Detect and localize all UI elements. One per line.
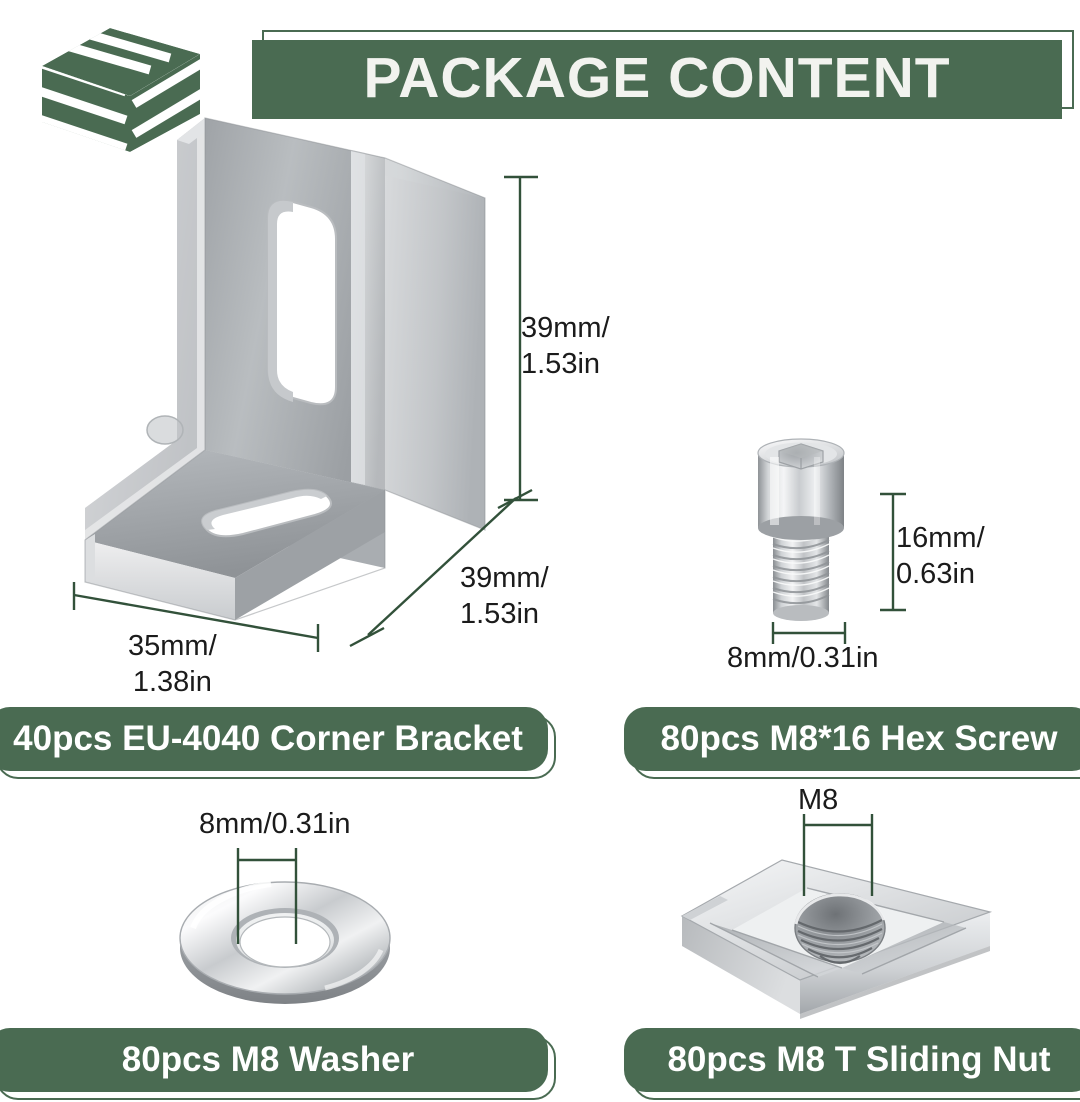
label-hex-screw[interactable]: 80pcs M8*16 Hex Screw [624, 707, 1080, 779]
header-banner [252, 40, 1062, 119]
dimension-label-washer-diameter: 8mm/0.31in [199, 808, 351, 840]
label-body-t-sliding-nut: 80pcs M8 T Sliding Nut [624, 1028, 1080, 1092]
aluminum-corner-bracket-image [84, 117, 486, 621]
dimension-label-nut-thread: M8 [798, 784, 839, 816]
dimension-label-bracket-width: 35mm/1.38in [128, 630, 217, 698]
label-text-corner-bracket: 40pcs EU-4040 Corner Bracket [13, 719, 523, 758]
label-text-washer: 80pcs M8 Washer [121, 1040, 415, 1079]
t-slot-sliding-nut-image [680, 859, 993, 1019]
flat-washer-image [179, 881, 391, 1004]
dimension-label-bracket-depth: 39mm/1.53in [460, 562, 549, 630]
label-body-hex-screw: 80pcs M8*16 Hex Screw [624, 707, 1080, 771]
dimension-label-screw-diameter: 8mm/0.31in [727, 642, 879, 674]
label-body-corner-bracket: 40pcs EU-4040 Corner Bracket [0, 707, 548, 771]
label-t-sliding-nut[interactable]: 80pcs M8 T Sliding Nut [624, 1028, 1080, 1100]
label-text-hex-screw: 80pcs M8*16 Hex Screw [660, 719, 1058, 758]
label-corner-bracket[interactable]: 40pcs EU-4040 Corner Bracket [0, 707, 556, 779]
dimension-label-screw-length: 16mm/0.63in [896, 522, 985, 590]
socket-head-cap-screw-image [757, 438, 845, 621]
page-header: PACKAGE CONTENT [0, 0, 1080, 160]
page-title: PACKAGE CONTENT [363, 46, 951, 110]
label-body-washer: 80pcs M8 Washer [0, 1028, 548, 1092]
label-text-t-sliding-nut: 80pcs M8 T Sliding Nut [667, 1040, 1051, 1079]
dimension-label-bracket-height: 39mm/1.53in [521, 312, 610, 380]
label-washer[interactable]: 80pcs M8 Washer [0, 1028, 556, 1100]
isometric-box-logo [42, 28, 200, 152]
